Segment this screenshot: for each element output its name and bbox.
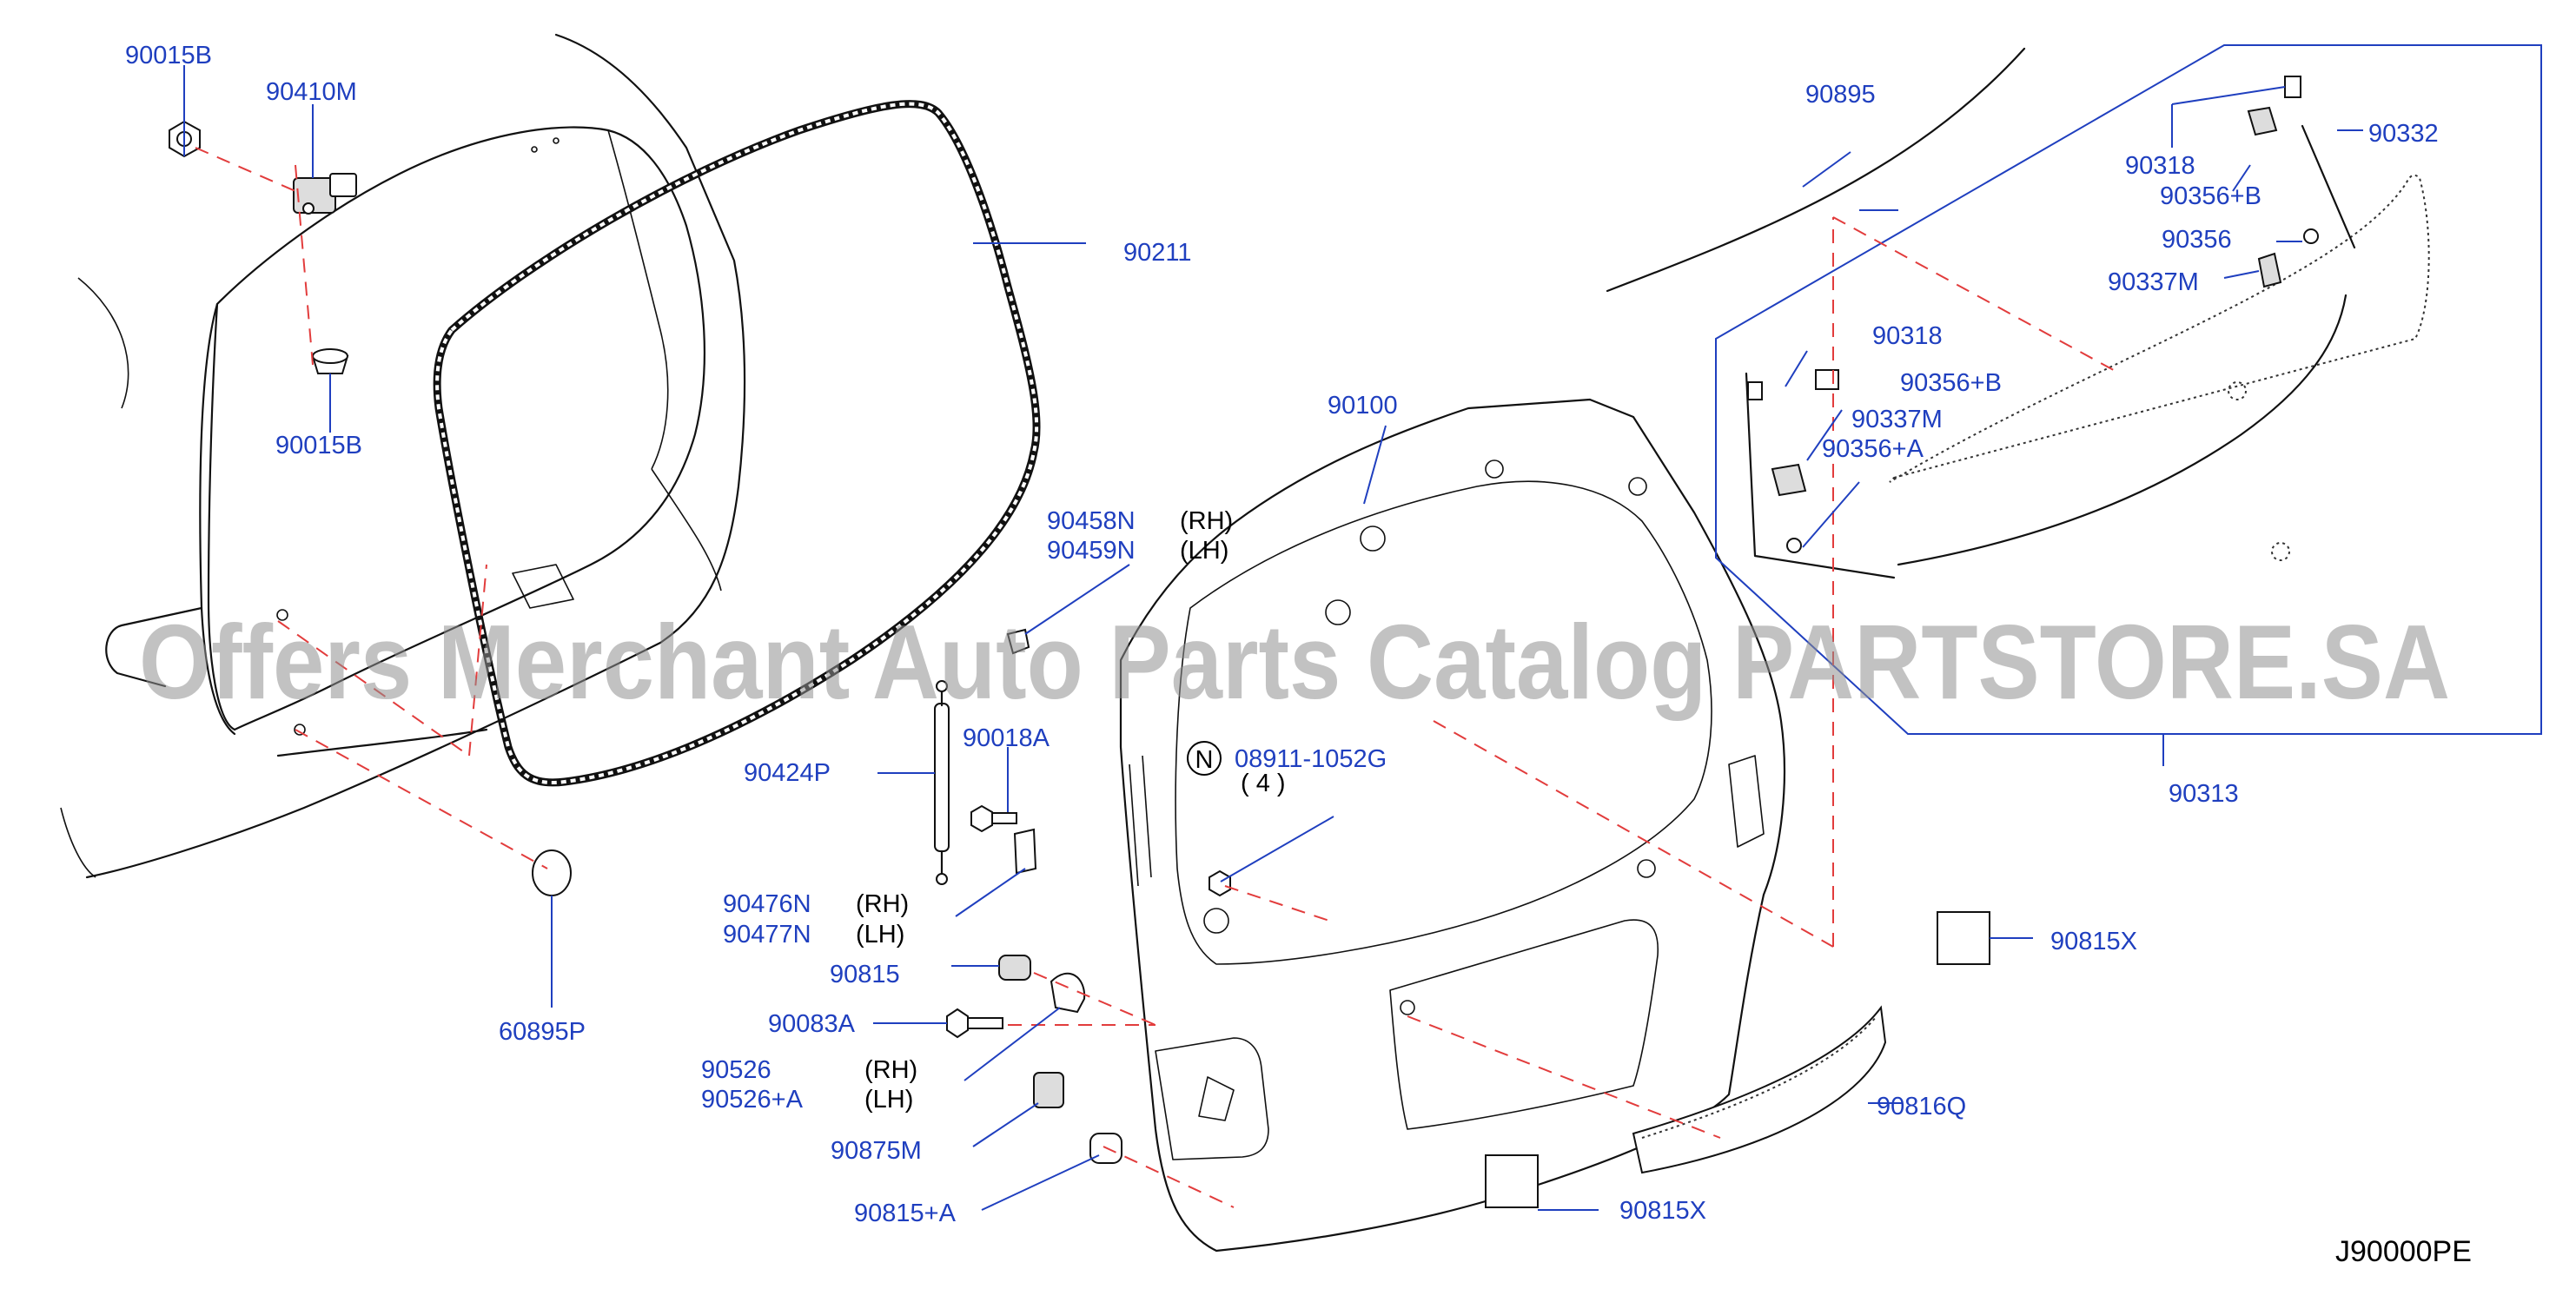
part-label[interactable]: 90337M bbox=[2108, 268, 2199, 296]
part-label[interactable]: 90815+A bbox=[854, 1200, 957, 1227]
callout-symbol-circle bbox=[1187, 741, 1222, 776]
part-label[interactable]: 90816Q bbox=[1877, 1093, 1966, 1120]
garnish-and-pads bbox=[1485, 911, 1990, 1208]
rear-glass bbox=[1715, 44, 2542, 735]
callout-symbol: N bbox=[1195, 746, 1214, 774]
part-label[interactable]: 90458N bbox=[1047, 507, 1136, 535]
part-label[interactable]: 90318 bbox=[1872, 322, 1943, 350]
part-label[interactable]: 90015B bbox=[125, 42, 212, 69]
part-label[interactable]: 90895 bbox=[1805, 81, 1876, 109]
part-label[interactable]: 90318 bbox=[2125, 152, 2195, 180]
part-label[interactable]: 90424P bbox=[744, 759, 831, 787]
part-label[interactable]: 90476N bbox=[723, 890, 811, 918]
part-label[interactable]: 90459N bbox=[1047, 537, 1136, 565]
part-label[interactable]: 90410M bbox=[266, 78, 357, 106]
watermark: Offers Merchant Auto Parts Catalog PARTS… bbox=[139, 603, 2450, 721]
part-side-label: (RH) bbox=[864, 1056, 917, 1084]
diagram-code: J90000PE bbox=[2335, 1235, 2472, 1268]
part-label[interactable]: 90356 bbox=[2162, 226, 2232, 254]
part-side-label: (LH) bbox=[864, 1086, 913, 1114]
part-label[interactable]: 90211 bbox=[1123, 239, 1192, 267]
part-label[interactable]: 90356+B bbox=[2160, 182, 2261, 210]
callout-part-label[interactable]: 08911-1052G bbox=[1235, 745, 1387, 773]
leader-lines bbox=[183, 65, 2363, 1211]
callout-qty: ( 4 ) bbox=[1241, 770, 1286, 797]
part-side-label: (LH) bbox=[1180, 537, 1228, 565]
part-label[interactable]: 90815X bbox=[2050, 928, 2137, 955]
alignment-lines bbox=[195, 147, 2121, 1208]
part-label[interactable]: 90313 bbox=[2169, 780, 2239, 808]
part-label[interactable]: 90356+B bbox=[1900, 369, 2002, 397]
part-side-label: (LH) bbox=[856, 921, 904, 949]
part-label[interactable]: 90815 bbox=[830, 961, 900, 988]
part-side-label: (RH) bbox=[856, 890, 909, 918]
part-labels: 90015B 90410M 90015B 90211 90100 90458N … bbox=[125, 42, 2439, 1227]
part-label[interactable]: 60895P bbox=[499, 1018, 586, 1046]
part-label[interactable]: 90015B bbox=[275, 432, 362, 459]
part-label[interactable]: 90018A bbox=[963, 724, 1050, 752]
weatherstrip-seal bbox=[433, 100, 1041, 787]
back-door-panel bbox=[1119, 398, 1786, 1253]
part-label[interactable]: 90526+A bbox=[701, 1086, 804, 1114]
part-label[interactable]: 90083A bbox=[768, 1010, 856, 1038]
part-label[interactable]: 90526 bbox=[701, 1056, 771, 1084]
part-label[interactable]: 90332 bbox=[2368, 120, 2439, 148]
body-opening bbox=[60, 33, 746, 879]
part-label[interactable]: 90815X bbox=[1619, 1197, 1706, 1225]
part-label[interactable]: 90477N bbox=[723, 921, 811, 949]
part-label[interactable]: 90100 bbox=[1328, 392, 1398, 420]
part-label[interactable]: 90356+A bbox=[1822, 435, 1924, 463]
roof-moulding bbox=[1606, 47, 2026, 293]
part-side-label: (RH) bbox=[1180, 507, 1233, 535]
part-label[interactable]: 90337M bbox=[1851, 406, 1943, 433]
part-label[interactable]: 90875M bbox=[831, 1137, 922, 1165]
